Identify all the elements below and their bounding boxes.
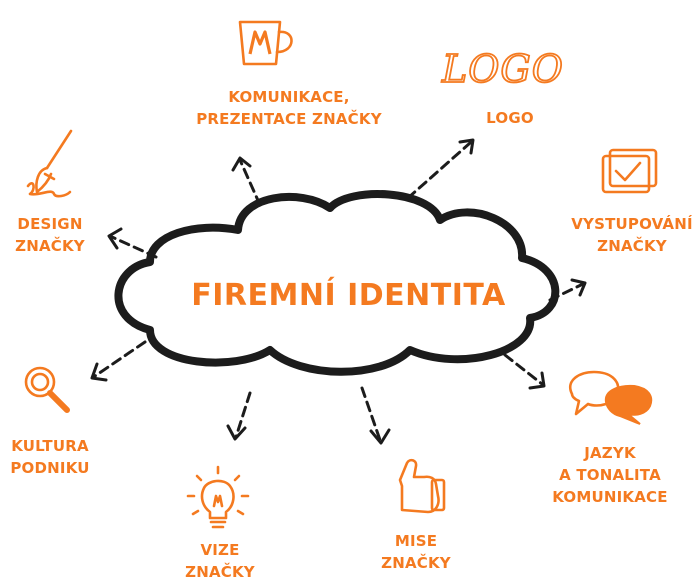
label-kultura-line2: PODNIKU — [10, 458, 90, 477]
label-komunikace-line2: PREZENTACE ZNAČKY — [196, 109, 382, 128]
thumbs-up-icon — [398, 458, 446, 514]
label-jazyk-line1: JAZYK — [584, 444, 636, 462]
label-jazyk: JAZYK A TONALITA KOMUNIKACE — [545, 443, 675, 508]
label-kultura-line1: KULTURA — [11, 437, 89, 455]
label-design: DESIGN ZNAČKY — [0, 214, 100, 258]
arrow-jazyk — [503, 353, 546, 390]
label-mise-line1: MISE — [394, 532, 438, 550]
logo-lettering-icon: LOGO — [440, 46, 564, 92]
label-kultura: KULTURA PODNIKU — [0, 436, 100, 480]
paintbrush-icon — [26, 129, 73, 198]
label-mise-line2: ZNAČKY — [381, 553, 451, 572]
label-vize-line1: VIZE — [200, 541, 240, 559]
arrow-vystupovani — [548, 278, 587, 302]
arrow-kultura — [90, 340, 147, 382]
label-vystupovani-line1: VYSTUPOVÁNÍ — [571, 215, 693, 233]
label-vystupovani: VYSTUPOVÁNÍ ZNAČKY — [567, 214, 697, 258]
arrow-komunikace — [231, 156, 262, 207]
arrow-design — [107, 227, 158, 259]
arrow-logo — [406, 138, 475, 200]
label-design-line1: DESIGN — [17, 215, 83, 233]
checkbox-cards-icon — [601, 148, 658, 194]
mug-icon — [238, 20, 293, 66]
label-jazyk-line3: KOMUNIKACE — [552, 487, 668, 506]
label-vystupovani-line2: ZNAČKY — [597, 236, 667, 255]
arrow-vize — [226, 391, 252, 441]
label-komunikace-line1: KOMUNIKACE, — [228, 88, 350, 106]
arrow-mise — [360, 386, 391, 445]
label-mise: MISE ZNAČKY — [366, 531, 466, 575]
svg-text:LOGO: LOGO — [441, 47, 564, 91]
center-title: FIREMNÍ IDENTITA — [191, 278, 506, 313]
speech-bubbles-icon — [569, 370, 653, 425]
center-cloud — [114, 190, 560, 376]
magnifier-icon — [24, 366, 70, 413]
label-logo-line1: LOGO — [486, 109, 534, 127]
lightbulb-icon — [186, 465, 250, 529]
label-jazyk-line2: A TONALITA — [559, 465, 661, 484]
label-komunikace: KOMUNIKACE, PREZENTACE ZNAČKY — [174, 87, 404, 131]
label-vize-line2: ZNAČKY — [185, 562, 255, 581]
label-logo: LOGO — [470, 108, 550, 130]
label-design-line2: ZNAČKY — [15, 236, 85, 255]
label-vize: VIZE ZNAČKY — [170, 540, 270, 584]
